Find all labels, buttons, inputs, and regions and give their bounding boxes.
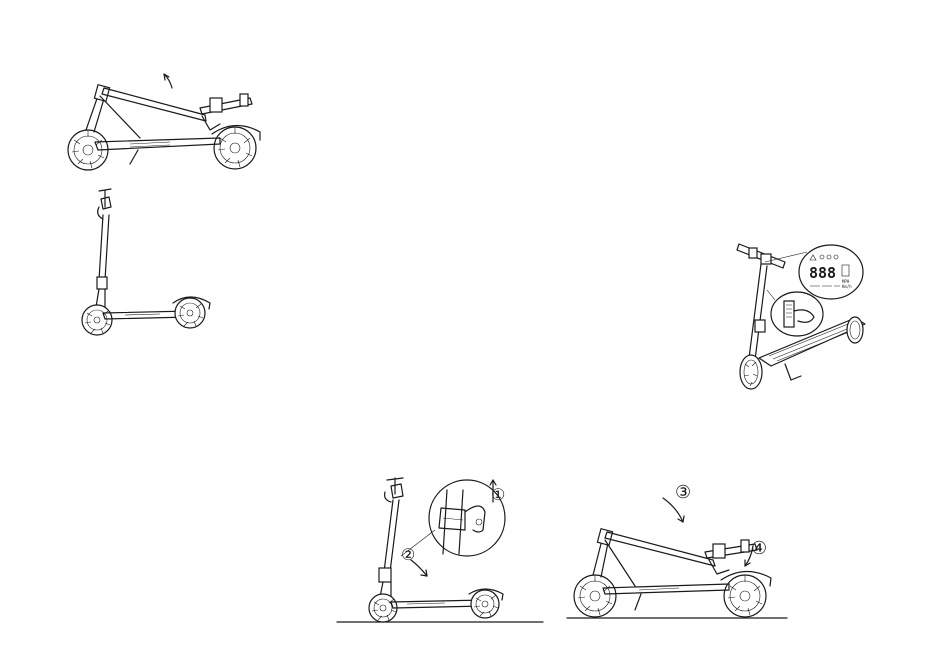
display-digits: 888 [809,264,836,282]
rear-wheel [214,127,256,169]
throttle-callout [770,291,824,337]
front-wheel [574,575,616,617]
figure-fold-steps: ③ ④ [565,478,790,623]
step-4-label: ④ [751,538,767,559]
step-1-label: ① [491,485,505,504]
display-unit-bottom: Km/h [842,284,852,289]
step-3-label: ③ [675,482,691,503]
front-wheel [82,305,112,335]
front-wheel [740,355,762,389]
rear-wheel [175,298,205,328]
rear-wheel [847,317,863,343]
figure-upright-scooter [75,185,225,345]
rear-wheel [724,575,766,617]
figure-unfold-latch: ② ① [335,460,545,625]
figure-folding-scooter [60,60,280,185]
rear-wheel [471,590,499,618]
